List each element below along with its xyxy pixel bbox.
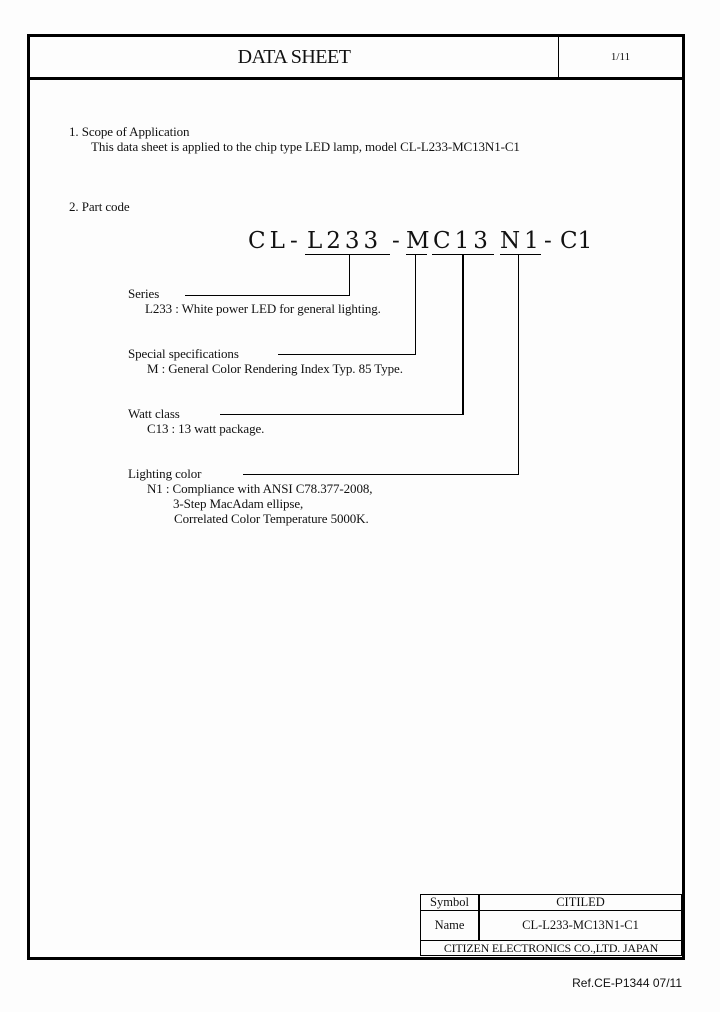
scope-heading: 1. Scope of Application	[69, 124, 190, 139]
underline-special	[406, 254, 427, 255]
connector-series-h	[185, 295, 350, 296]
symbol-label: Symbol	[430, 895, 469, 909]
connector-watt-v	[462, 254, 464, 415]
special-spec-desc: M : General Color Rendering Index Typ. 8…	[147, 361, 403, 376]
part-code-suffix: C1	[560, 228, 593, 254]
page-number: 1/11	[610, 51, 631, 63]
scope-body: This data sheet is applied to the chip t…	[91, 139, 520, 154]
part-code-color: N1	[500, 228, 543, 254]
part-code-watt: C13	[433, 228, 492, 254]
part-code-series: L233	[307, 228, 383, 254]
connector-color-v	[518, 254, 519, 475]
part-code-dash-2: -	[392, 228, 404, 254]
connector-series-v	[349, 254, 350, 296]
document-reference: Ref.CE-P1344 07/11	[572, 976, 682, 990]
lighting-color-label: Lighting color	[128, 466, 202, 481]
part-code-dash-1: -	[290, 228, 302, 254]
title-block-col-divider	[478, 895, 480, 940]
part-code-cl: CL	[248, 228, 289, 254]
series-desc: L233 : White power LED for general light…	[145, 301, 381, 316]
header-divider	[27, 77, 685, 80]
watt-class-desc: C13 : 13 watt package.	[147, 421, 265, 436]
watt-class-label: Watt class	[128, 406, 180, 421]
part-code-special: M	[406, 228, 434, 254]
title-block-row-divider-2	[421, 940, 681, 941]
connector-color-h	[243, 474, 519, 475]
title-block: Symbol CITILED Name CL-L233-MC13N1-C1 CI…	[420, 894, 682, 956]
lighting-color-desc-3: Correlated Color Temperature 5000K.	[174, 511, 369, 526]
document-title: DATA SHEET	[237, 45, 351, 68]
page-frame	[27, 34, 685, 960]
company-name: CITIZEN ELECTRONICS CO.,LTD. JAPAN	[443, 940, 659, 955]
underline-series	[305, 254, 390, 255]
part-code-heading: 2. Part code	[69, 199, 130, 214]
symbol-value: CITILED	[556, 895, 605, 909]
name-value: CL-L233-MC13N1-C1	[522, 918, 639, 932]
lighting-color-desc-2: 3-Step MacAdam ellipse,	[173, 496, 304, 511]
part-code-dash-3: -	[544, 228, 556, 254]
special-spec-label: Special specifications	[128, 346, 239, 361]
connector-special-v	[415, 254, 416, 355]
title-block-row-divider-1	[421, 910, 681, 911]
name-label: Name	[434, 918, 465, 932]
header-column-divider	[558, 34, 559, 78]
lighting-color-desc-1: N1 : Compliance with ANSI C78.377-2008,	[147, 481, 373, 496]
connector-special-h	[278, 354, 416, 355]
underline-color	[500, 254, 541, 255]
series-label: Series	[128, 286, 160, 301]
connector-watt-h	[220, 414, 464, 415]
